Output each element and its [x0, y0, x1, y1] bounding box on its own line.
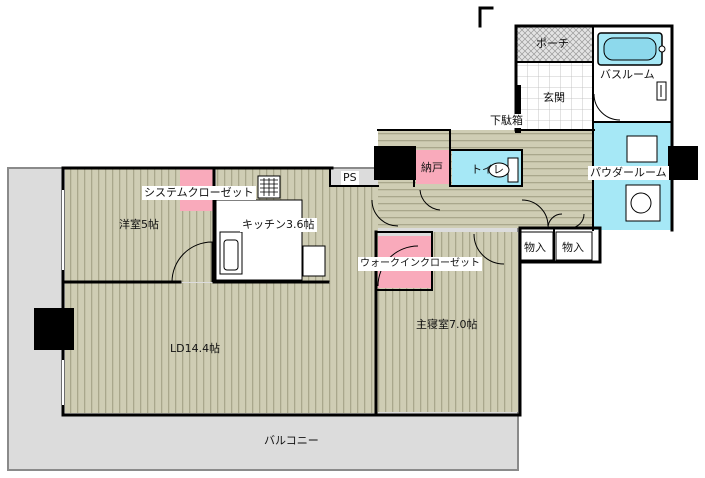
label-walk-in-closet: ウォークインクローゼット	[358, 257, 482, 271]
sink-icon	[625, 184, 661, 222]
label-entrance: 玄関	[543, 91, 565, 104]
washing-machine-icon	[626, 135, 658, 163]
living-dining-floor-upper	[330, 186, 378, 286]
label-master-bedroom: 主寝室7.0帖	[416, 318, 478, 331]
label-porch: ポーチ	[536, 37, 569, 50]
label-storage-1: 物入	[524, 241, 546, 254]
label-storage-closet: 納戸	[421, 161, 443, 174]
label-system-closet: システムクローゼット	[142, 186, 256, 200]
toilet-icon	[488, 157, 519, 183]
door-swing-icon	[171, 189, 585, 287]
shower-fixture-icon	[656, 81, 667, 101]
label-ps: PS	[341, 171, 359, 185]
walls	[61, 6, 674, 417]
entrance-floor	[517, 62, 593, 130]
sink-icon	[219, 231, 243, 275]
label-storage-2: 物入	[562, 241, 584, 254]
porch-floor	[517, 26, 593, 62]
master-bedroom-floor-lower	[378, 288, 434, 412]
label-western-room: 洋室5帖	[119, 218, 159, 231]
column	[374, 146, 416, 180]
bathroom-door-swing-icon	[593, 93, 621, 121]
bathtub-icon	[597, 32, 666, 66]
storage-2-floor	[555, 231, 593, 261]
label-living-dining: LD14.4帖	[170, 342, 221, 355]
label-balcony: バルコニー	[264, 434, 319, 447]
fridge-icon	[302, 245, 326, 277]
label-powder-room: パウダールーム	[588, 166, 669, 180]
stove-icon	[257, 175, 281, 199]
label-shoe-cabinet: 下駄箱	[488, 114, 525, 128]
label-toilet: トイレ	[471, 163, 504, 176]
column	[34, 308, 74, 350]
label-bathroom: バスルーム	[600, 68, 655, 81]
storage-closet-floor	[416, 150, 450, 184]
label-kitchen: キッチン3.6帖	[240, 218, 317, 232]
living-dining-floor	[65, 283, 378, 413]
